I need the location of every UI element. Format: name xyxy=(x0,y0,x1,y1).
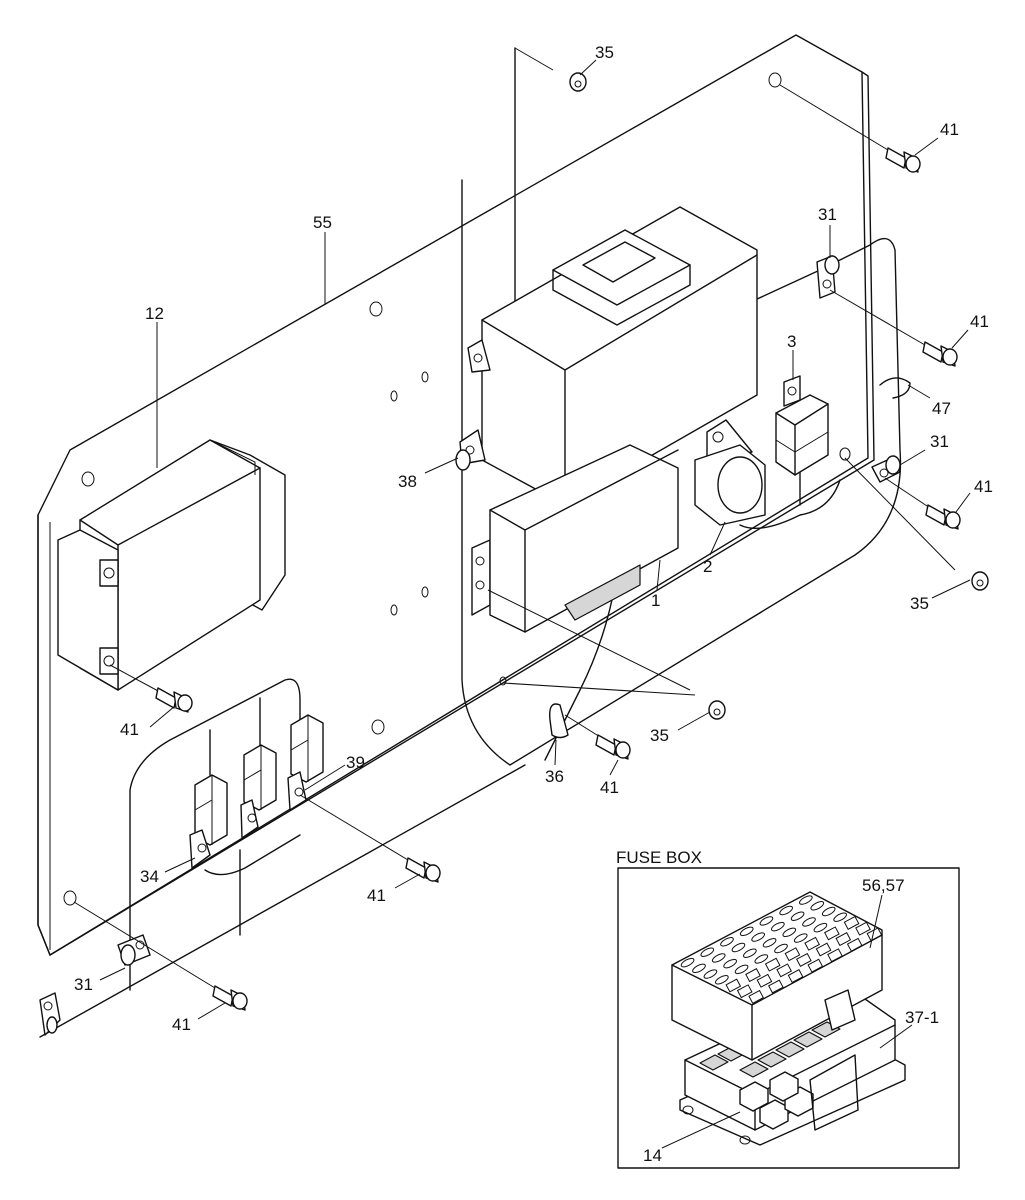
callout-31: 31 xyxy=(818,205,837,224)
fuse-cover-slot xyxy=(824,926,840,941)
fuse-cover-slot xyxy=(715,975,729,985)
fuse-cover-slot xyxy=(759,916,774,926)
relay-stack-34 xyxy=(189,714,324,869)
fuse-cover-slot xyxy=(784,947,801,962)
fuse-cover-slot xyxy=(815,942,832,957)
fuse-cover-slot xyxy=(748,989,764,1004)
fuse-cover-slot xyxy=(790,911,805,921)
fuse-cover-slot xyxy=(745,968,761,983)
buzzer-2 xyxy=(694,419,766,526)
fuse-cover-slot xyxy=(736,984,753,999)
fuse-cover-slot xyxy=(802,917,816,927)
callout-38: 38 xyxy=(398,472,417,491)
fuse-cover-slot xyxy=(751,932,765,942)
fuse-cover-slot xyxy=(725,978,742,993)
callout-2: 2 xyxy=(703,557,712,576)
controller-unit-12 xyxy=(57,439,286,691)
fuse-cover-slot xyxy=(734,964,749,975)
callout-41: 41 xyxy=(172,1015,191,1034)
clamps-and-bolts xyxy=(39,72,989,1036)
callout-leaders xyxy=(99,59,971,1020)
fuse-cover-slot xyxy=(768,979,784,994)
fuse-cover-slot xyxy=(700,947,715,957)
callout-35: 35 xyxy=(595,43,614,62)
callout-56-57: 56,57 xyxy=(862,876,905,895)
fuse-cover-slot xyxy=(813,922,828,933)
fuse-box-inset xyxy=(617,867,960,1169)
callout-34: 34 xyxy=(140,867,159,886)
callout-41: 41 xyxy=(600,778,619,797)
fuse-cover-slot xyxy=(827,948,843,963)
fuse-cover-slot xyxy=(723,958,737,969)
relay-3 xyxy=(775,375,829,476)
callout-41: 41 xyxy=(940,120,959,139)
fuse-cover-slot xyxy=(796,952,812,967)
fuse-cover-slot xyxy=(762,938,777,948)
fuse-cover-slot xyxy=(703,969,718,979)
fuse-cover-slot xyxy=(843,915,860,930)
fuse-box-title: FUSE BOX xyxy=(616,848,702,867)
fuse-callout-leaders xyxy=(661,894,913,1149)
callout-12: 12 xyxy=(145,304,164,323)
fuse-cover-slot xyxy=(764,957,781,972)
callout-35: 35 xyxy=(650,726,669,745)
fuse-cover-slot xyxy=(692,963,706,974)
fuse-cover-slot xyxy=(807,958,824,973)
callout-41: 41 xyxy=(974,477,993,496)
fuse-cover-slot xyxy=(779,905,793,916)
wire-harness xyxy=(39,47,902,1038)
fuse-cover-slot xyxy=(782,927,797,938)
fuse-cover-slot xyxy=(821,906,836,917)
fuse-cover-slot xyxy=(799,895,813,905)
callout-1: 1 xyxy=(651,591,660,610)
fuse-cover-slot xyxy=(731,942,746,953)
fuse-cover-slot xyxy=(833,912,847,922)
callout-36: 36 xyxy=(545,767,564,786)
fuse-cover-slot xyxy=(776,963,792,978)
fuse-cover-slot xyxy=(680,957,695,968)
fuse-cover-slot xyxy=(855,921,871,936)
callout-47: 47 xyxy=(932,399,951,418)
fuse-cover-slot xyxy=(835,932,852,947)
fuse-cover-slot xyxy=(743,948,757,958)
callout-3: 3 xyxy=(787,332,796,351)
relay-unit-1 xyxy=(471,444,679,633)
fuse-cover-slot xyxy=(754,954,769,964)
fuse-cover-slot xyxy=(771,921,785,932)
callout-37-1: 37-1 xyxy=(905,1008,939,1027)
fuse-cover-slot xyxy=(810,901,825,911)
fuse-cover-slot xyxy=(711,953,726,963)
fuse-cover-slot xyxy=(739,926,754,937)
fuse-cover-slot xyxy=(720,937,734,947)
callout-41: 41 xyxy=(367,886,386,905)
fuse-cover-slot xyxy=(793,933,808,943)
fuse-cover-slot xyxy=(756,973,773,988)
callout-41: 41 xyxy=(120,720,139,739)
fuse-cover-slot xyxy=(774,943,788,954)
control-box xyxy=(459,206,758,506)
fuse-cover-slot xyxy=(787,969,804,984)
callout-14: 14 xyxy=(643,1146,662,1165)
callout-35: 35 xyxy=(910,594,929,613)
callout-31: 31 xyxy=(74,975,93,994)
callout-labels: 35 41 31 41 3 47 31 41 38 2 1 35 41 35 3… xyxy=(74,43,993,1165)
fuse-cover-slots xyxy=(680,895,883,1004)
callout-31: 31 xyxy=(930,432,949,451)
fuse-cover-slot xyxy=(804,936,820,951)
callout-41: 41 xyxy=(970,312,989,331)
callout-55: 55 xyxy=(313,213,332,232)
fuse-cover-slot xyxy=(846,937,863,952)
fuse-cover-slot xyxy=(866,927,883,942)
callout-39: 39 xyxy=(346,753,365,772)
